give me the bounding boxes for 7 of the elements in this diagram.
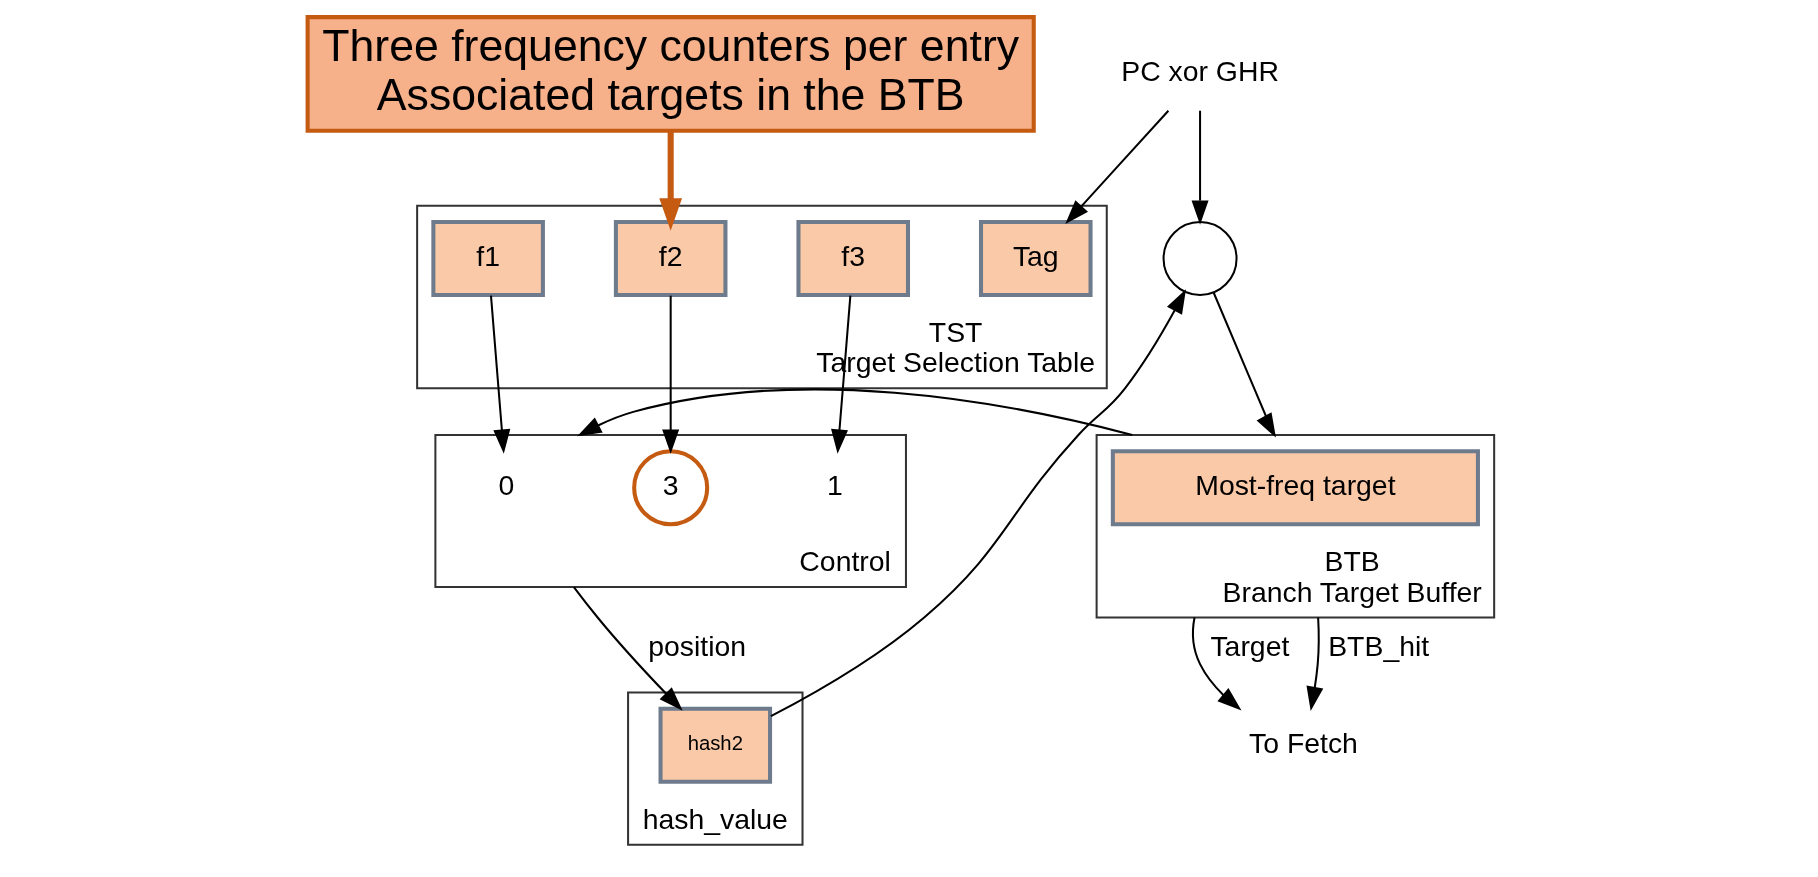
node-text: 1 [827,468,843,501]
node-text: 0 [498,468,515,501]
node-text: To Fetch [1249,726,1358,759]
edge-label: BTB_hit [1328,629,1430,662]
node-text: PC xor GHR [1121,54,1279,87]
edge-label: Target [1210,629,1290,662]
edge-label: position [648,629,747,662]
